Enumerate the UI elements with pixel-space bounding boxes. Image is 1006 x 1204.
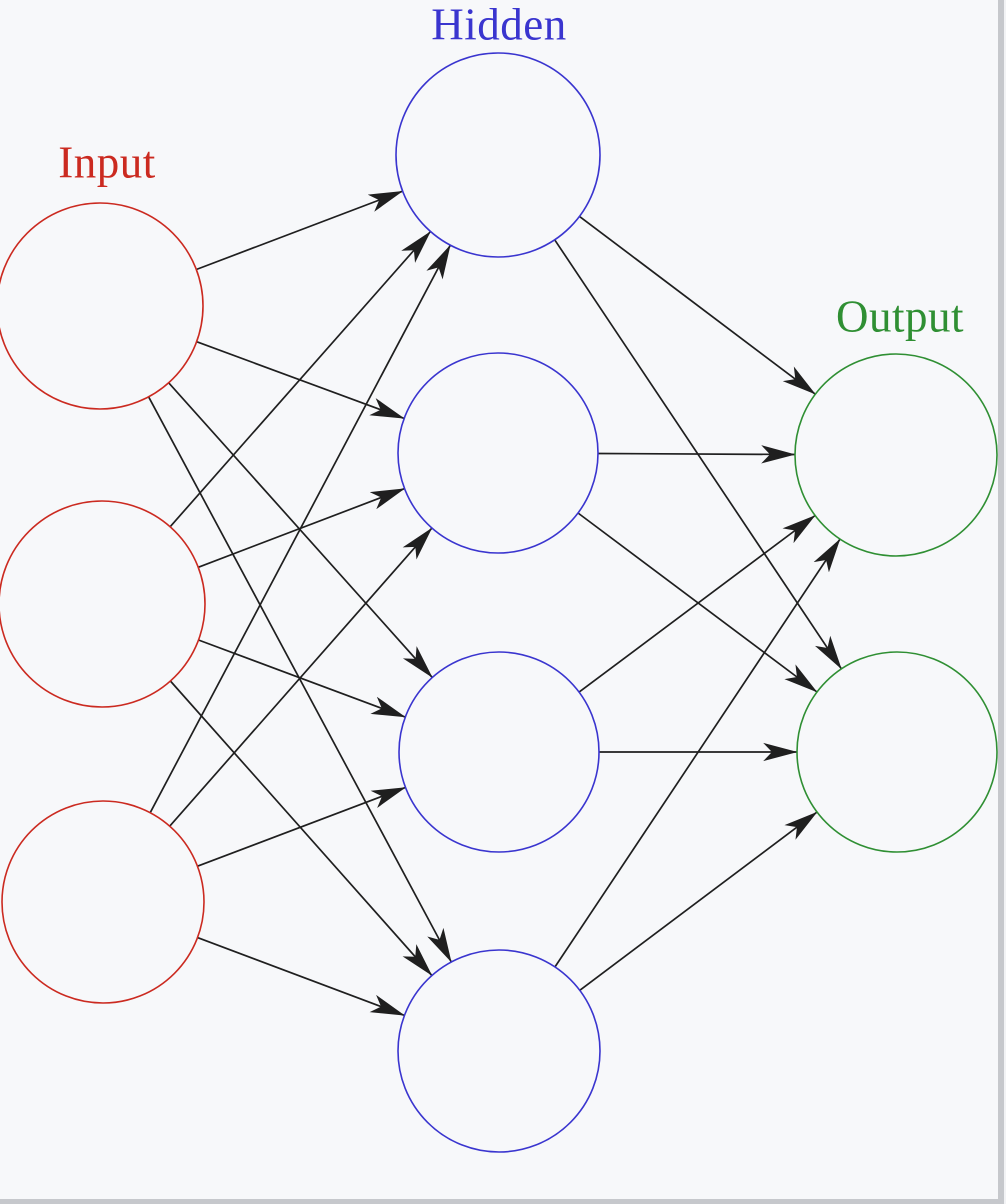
- edge-h3-o1: [578, 514, 816, 693]
- edge-i3-h3: [197, 786, 407, 867]
- edge-i3-h1: [149, 244, 452, 814]
- output-node-o2: [796, 651, 998, 853]
- hidden-node-h1: [395, 52, 601, 258]
- edge-i3-h2: [169, 527, 433, 827]
- edge-i2-h4: [169, 680, 433, 977]
- hidden-node-h2: [397, 352, 599, 554]
- hidden-node-h4: [397, 949, 601, 1153]
- edge-h4-o1: [554, 538, 841, 968]
- hidden-layer-label: Hidden: [431, 0, 567, 50]
- edge-i2-h3: [198, 639, 406, 718]
- window-right-border: [998, 0, 1004, 1204]
- window-bottom-border: [0, 1199, 1004, 1204]
- input-node-i2: [0, 500, 206, 708]
- window-right-edge-sliver: [1004, 0, 1006, 1204]
- input-node-i3: [1, 800, 205, 1004]
- output-node-o1: [794, 353, 998, 557]
- input-layer-label: Input: [58, 137, 156, 188]
- edge-h1-o1: [578, 215, 816, 395]
- edge-i3-h4: [197, 936, 406, 1017]
- edges-group: [147, 190, 843, 1017]
- edge-i2-h1: [169, 230, 432, 528]
- edge-h4-o2: [579, 811, 818, 991]
- nodes-group: [0, 52, 998, 1153]
- edge-h2-o1: [597, 445, 796, 464]
- hidden-node-h3: [398, 651, 600, 853]
- output-layer-label: Output: [835, 291, 965, 342]
- edge-i1-h1: [195, 190, 404, 271]
- input-node-i1: [0, 202, 204, 410]
